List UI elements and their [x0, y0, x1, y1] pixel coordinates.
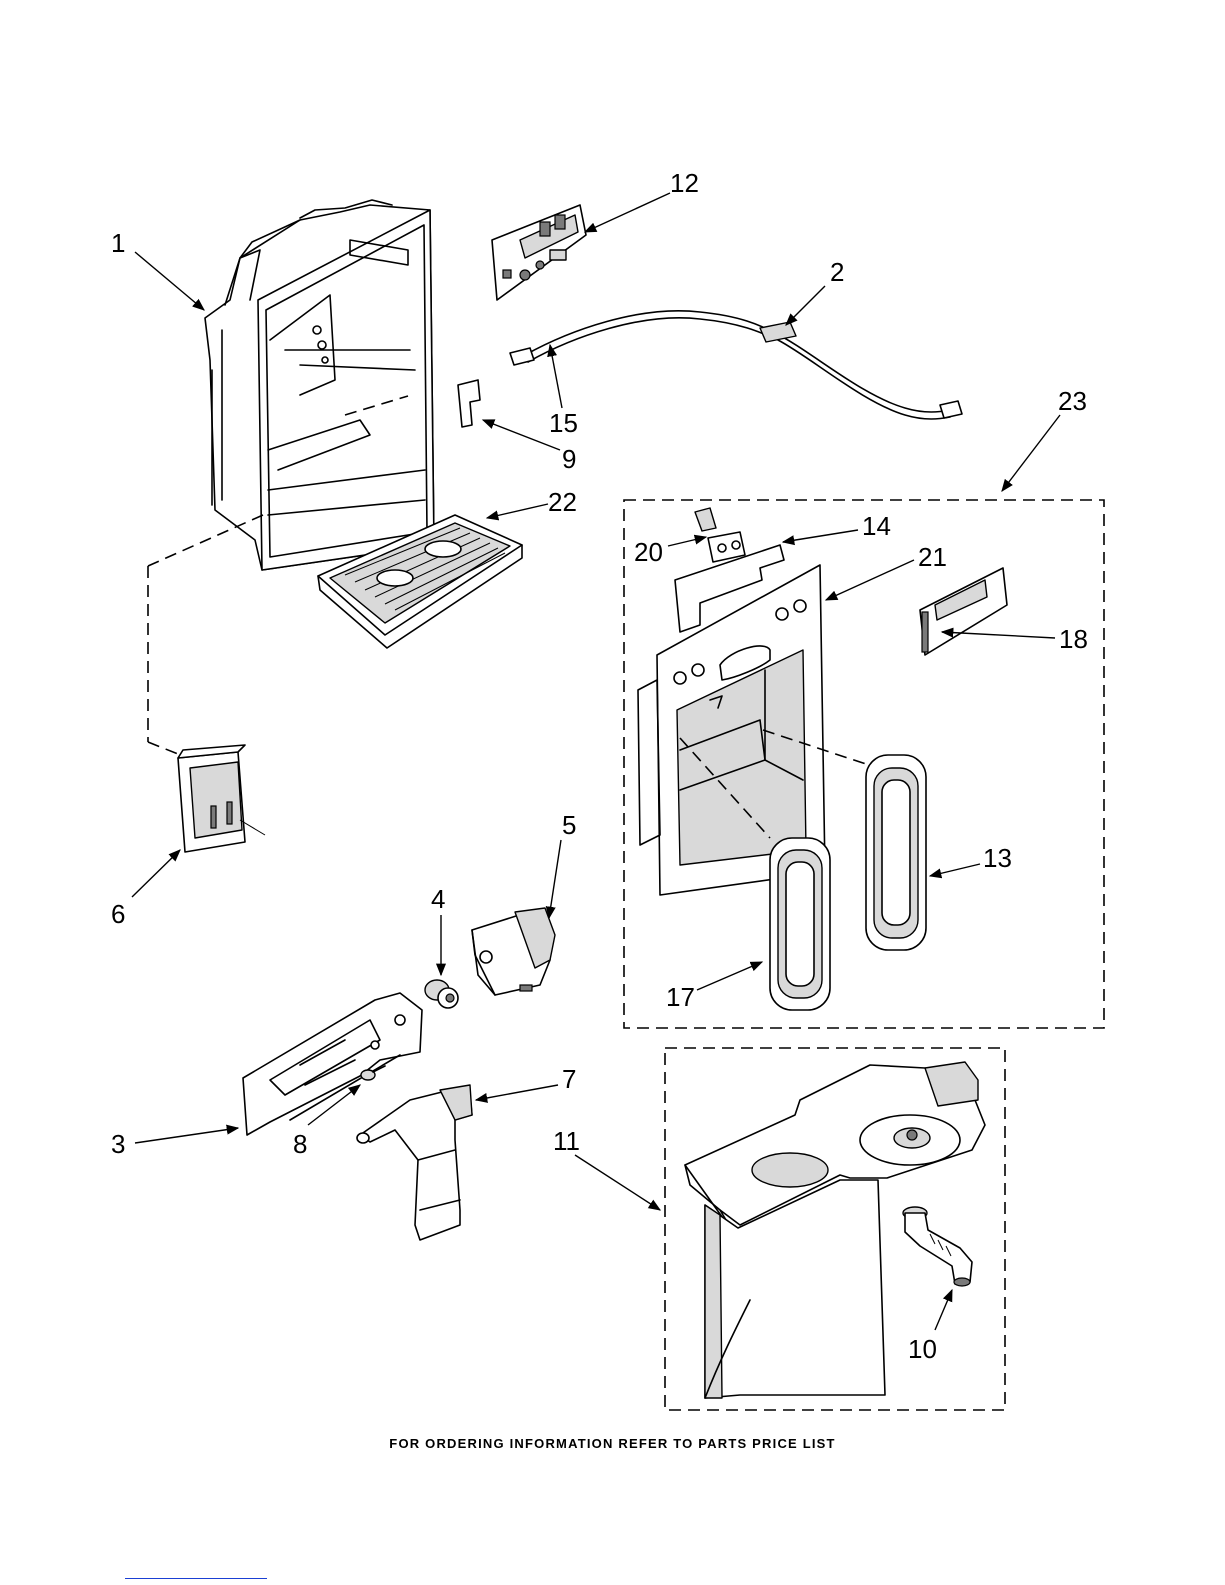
- part-7-lever: [357, 1085, 472, 1240]
- label-part-10: 10: [908, 1334, 937, 1364]
- part-12-control-board: [492, 205, 586, 300]
- label-part-13: 13: [983, 843, 1012, 873]
- label-part-9: 9: [562, 444, 576, 474]
- part-11-ice-bucket: [685, 1062, 985, 1398]
- label-part-20: 20: [634, 537, 663, 567]
- label-part-18: 18: [1059, 624, 1088, 654]
- part-9-bracket: [458, 380, 480, 427]
- part-20-connector: [695, 508, 745, 562]
- page-divider: [125, 1578, 267, 1579]
- part-4-knob: [425, 980, 458, 1008]
- part-17-dispenser-pad: [770, 838, 830, 1010]
- label-part-7: 7: [562, 1064, 576, 1094]
- part-10-fitting: [903, 1207, 972, 1286]
- label-part-21: 21: [918, 542, 947, 572]
- part-1-dispenser-housing: [205, 200, 434, 570]
- label-part-14: 14: [862, 511, 891, 541]
- part-5-motor: [472, 908, 555, 995]
- label-part-4: 4: [431, 884, 445, 914]
- part-2-wire-harness: [510, 311, 962, 419]
- label-part-6: 6: [111, 899, 125, 929]
- label-part-22: 22: [548, 487, 577, 517]
- part-18-bracket-plate: [920, 568, 1007, 655]
- ordering-info-footer: FOR ORDERING INFORMATION REFER TO PARTS …: [0, 1436, 1225, 1451]
- label-part-12: 12: [670, 168, 699, 198]
- label-part-17: 17: [666, 982, 695, 1012]
- part-13-dispenser-pad: [866, 755, 926, 950]
- label-part-23: 23: [1058, 386, 1087, 416]
- label-part-2: 2: [830, 257, 844, 287]
- label-part-5: 5: [562, 810, 576, 840]
- label-part-1: 1: [111, 228, 125, 258]
- label-part-8: 8: [293, 1129, 307, 1159]
- part-6-switch-housing: [178, 745, 245, 852]
- label-part-3: 3: [111, 1129, 125, 1159]
- label-part-15: 15: [549, 408, 578, 438]
- label-part-11: 11: [553, 1126, 580, 1156]
